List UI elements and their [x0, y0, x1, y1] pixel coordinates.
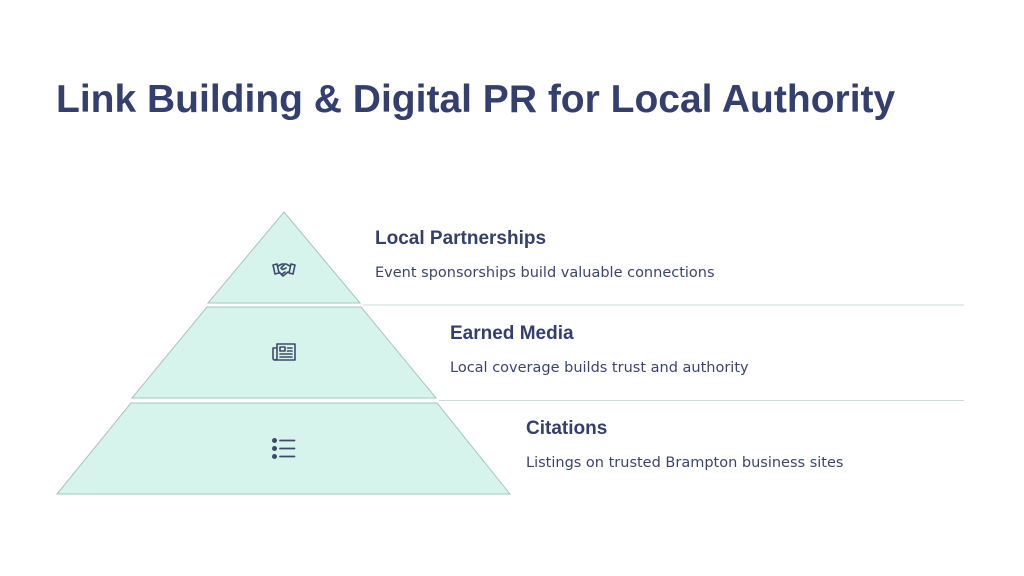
newspaper-icon: [272, 343, 296, 361]
handshake-icon: [272, 263, 296, 277]
level-description: Listings on trusted Brampton business si…: [526, 455, 844, 471]
level-heading: Citations: [526, 418, 608, 439]
level-citations: Citations Listings on trusted Brampton b…: [526, 418, 843, 471]
level-heading: Local Partnerships: [375, 228, 547, 249]
pyramid-tier-middle: [130, 306, 438, 399]
pyramid-tier-top: [206, 211, 362, 304]
level-description: Local coverage builds trust and authorit…: [450, 360, 749, 376]
list-icon: [271, 437, 296, 459]
level-earned-media: Earned Media Local coverage builds trust…: [450, 323, 749, 376]
page-title: Link Building & Digital PR for Local Aut…: [56, 78, 896, 121]
level-description: Event sponsorships build valuable connec…: [375, 265, 715, 281]
level-heading: Earned Media: [450, 323, 574, 344]
level-local-partnerships: Local Partnerships Event sponsorships bu…: [375, 228, 715, 281]
